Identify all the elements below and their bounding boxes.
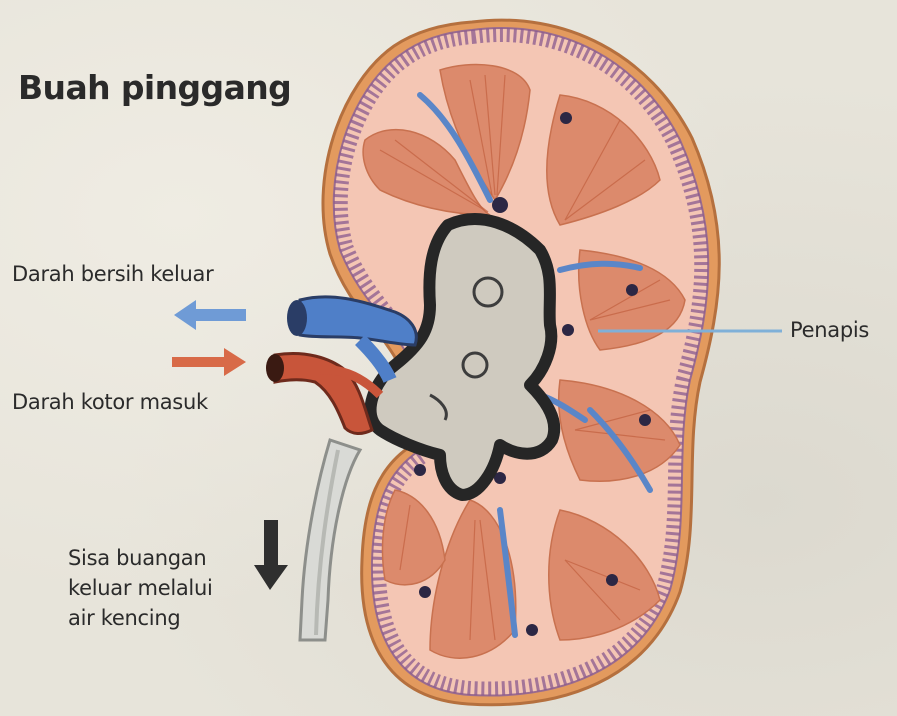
- label-clean-blood-out: Darah bersih keluar: [12, 262, 213, 286]
- label-waste-line1: Sisa buangan: [68, 543, 213, 573]
- arrow-left-icon: [174, 300, 246, 330]
- label-dirty-blood-in: Darah kotor masuk: [12, 390, 208, 414]
- ureter: [300, 440, 360, 640]
- renal-artery: [266, 353, 380, 433]
- label-filter: Penapis: [790, 318, 869, 342]
- diagram-title: Buah pinggang: [18, 68, 291, 107]
- label-waste-line3: air kencing: [68, 603, 213, 633]
- arrow-right-icon: [172, 348, 246, 376]
- label-waste-output: Sisa buangan keluar melalui air kencing: [68, 543, 213, 633]
- label-waste-line2: keluar melalui: [68, 573, 213, 603]
- arrow-down-icon: [254, 520, 288, 590]
